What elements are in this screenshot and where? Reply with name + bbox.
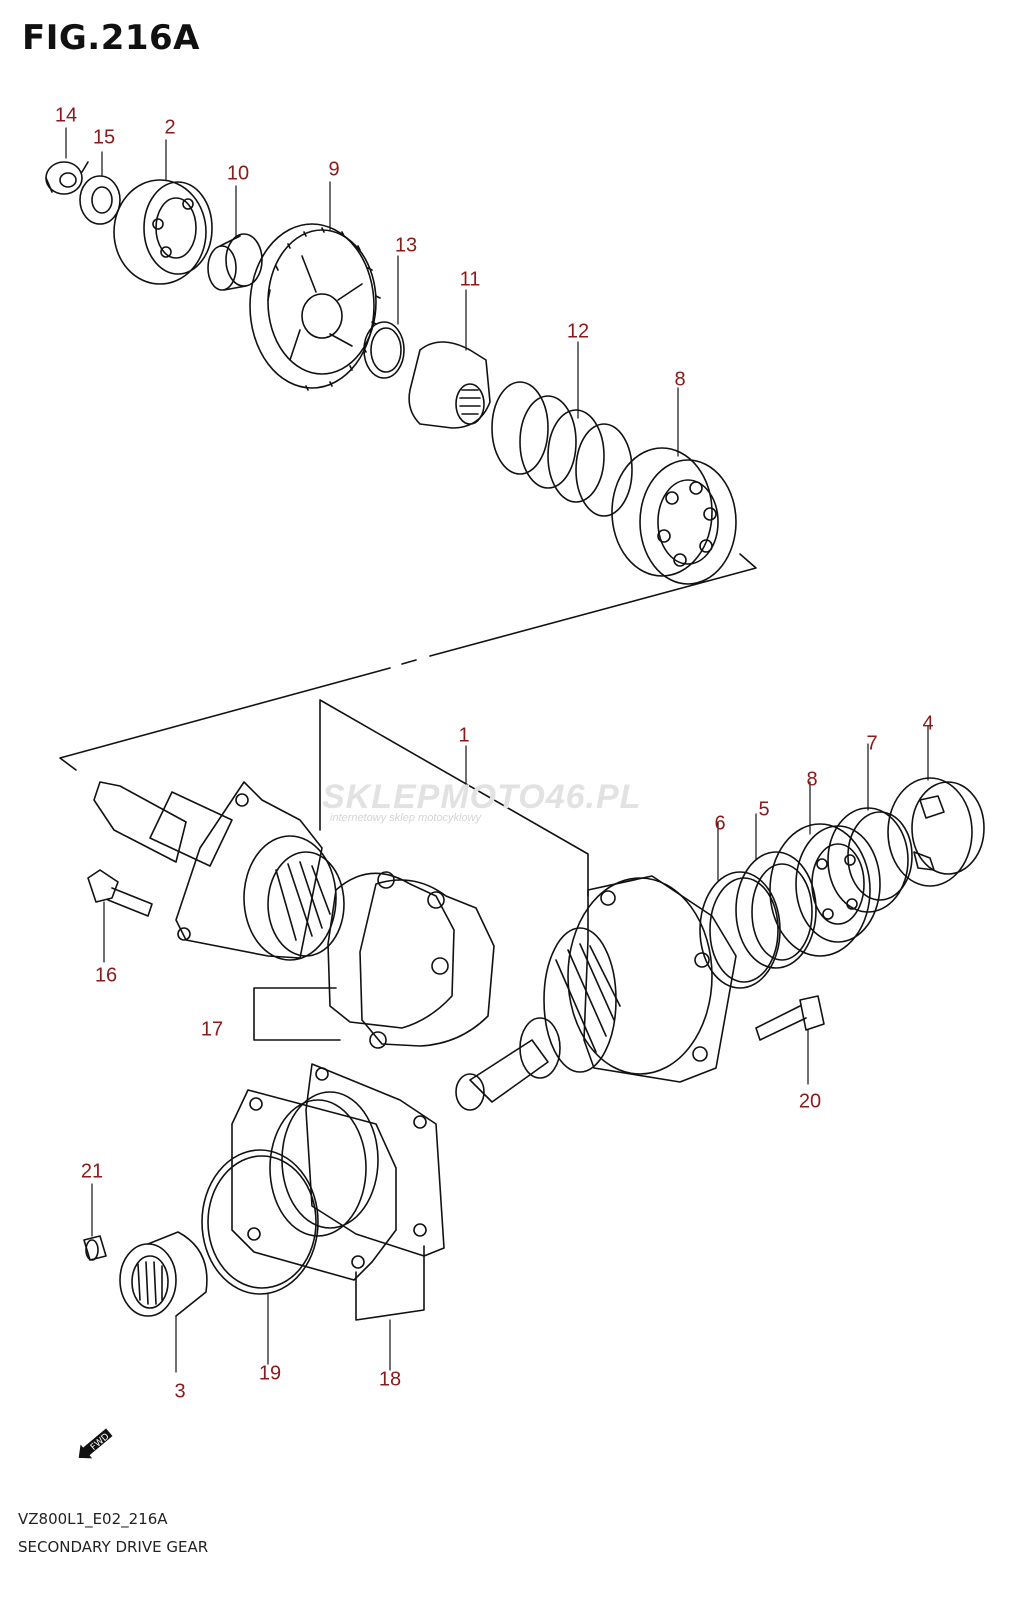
part-5-shim	[735, 851, 817, 969]
part-4-nut	[887, 777, 985, 887]
part-6-oring	[699, 871, 781, 989]
part-15-nut	[45, 161, 89, 195]
callout-1[interactable]: 1	[458, 724, 470, 747]
callout-16[interactable]: 15	[92, 126, 116, 149]
callout-6[interactable]: 6	[714, 812, 726, 835]
callout-19[interactable]: 19	[258, 1362, 282, 1385]
part-20-bolt	[755, 995, 825, 1041]
callout-9[interactable]: 9	[328, 158, 340, 181]
watermark-tagline: internetowy sklep motocyklowy	[330, 812, 482, 824]
part-14-bolt	[87, 869, 153, 917]
callout-5[interactable]: 5	[758, 798, 770, 821]
callout-18[interactable]: 18	[378, 1368, 402, 1391]
part-1-drive-shaft	[93, 781, 345, 961]
part-8-bearing-lower	[769, 823, 881, 957]
watermark-brand: SKLEPMOTO46.PL	[322, 778, 642, 816]
figure-name: SECONDARY DRIVE GEAR	[18, 1538, 209, 1556]
part-21-pin	[83, 1235, 107, 1261]
assembly-bracket-line	[59, 553, 757, 771]
part-10-bush	[207, 233, 263, 291]
callout-13[interactable]: 13	[394, 234, 418, 257]
part-3-needle-bearing	[119, 1231, 208, 1317]
callout-12[interactable]: 12	[566, 320, 590, 343]
part-19-oring	[201, 1149, 319, 1295]
callout-10[interactable]: 10	[226, 162, 250, 185]
part-11-cam	[408, 341, 491, 429]
callout-20[interactable]: 20	[798, 1090, 822, 1113]
part-16-washer	[79, 175, 121, 225]
part-2-bearing	[113, 179, 213, 285]
callout-7[interactable]: 7	[866, 732, 878, 755]
part-18-gaskets	[231, 1063, 445, 1321]
callout-3[interactable]: 3	[174, 1380, 186, 1403]
callout-14[interactable]: 16	[94, 964, 118, 987]
callout-11[interactable]: 11	[459, 268, 481, 291]
part-8-bearing-upper	[611, 447, 737, 585]
callout-2[interactable]: 2	[164, 116, 176, 139]
callout-8-upper[interactable]: 8	[674, 368, 686, 391]
leader-lines	[65, 127, 929, 1373]
part-1-pinion-housing	[455, 875, 737, 1111]
part-12-spring	[491, 381, 633, 517]
callout-4[interactable]: 4	[922, 712, 934, 735]
part-17-shims	[253, 871, 495, 1049]
callout-21[interactable]: 21	[80, 1160, 104, 1183]
figure-title: FIG.216A	[22, 18, 200, 58]
model-code: VZ800L1_E02_216A	[18, 1510, 168, 1528]
part-1-leader	[319, 699, 589, 897]
part-13-circlip	[363, 321, 405, 379]
callout-8-lower[interactable]: 8	[806, 768, 818, 791]
callout-17[interactable]: 17	[200, 1018, 224, 1041]
callout-15[interactable]: 14	[54, 104, 78, 127]
part-9-gear	[249, 223, 381, 391]
